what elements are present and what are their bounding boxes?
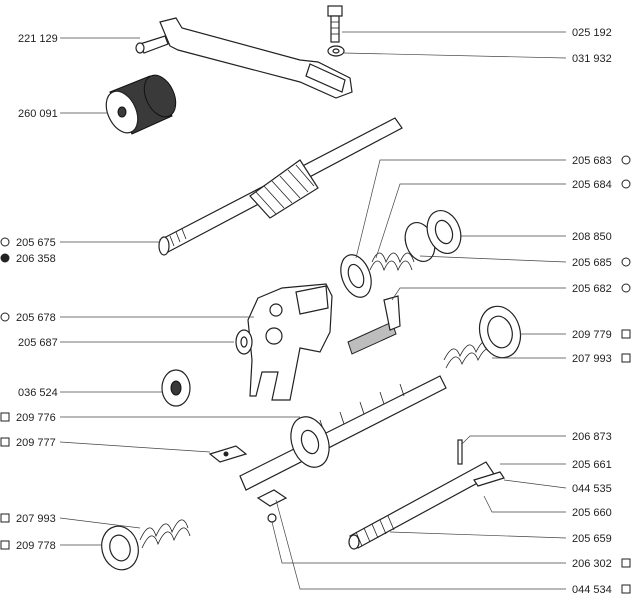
open-circle-marker bbox=[621, 179, 631, 189]
label-205660: 205 660 bbox=[572, 507, 612, 519]
label-209777: 209 777 bbox=[16, 437, 56, 449]
label-031932: 031 932 bbox=[572, 53, 612, 65]
square-marker bbox=[621, 558, 631, 568]
label-205661: 205 661 bbox=[572, 459, 612, 471]
square-marker bbox=[621, 329, 631, 339]
gear-shaft-part bbox=[158, 117, 403, 256]
label-044534: 044 534 bbox=[572, 584, 612, 596]
main-rod-part bbox=[239, 375, 447, 491]
lower-spring-cup-part bbox=[101, 519, 191, 571]
square-marker bbox=[621, 584, 631, 594]
square-marker bbox=[0, 437, 10, 447]
label-205678: 205 678 bbox=[16, 312, 56, 324]
selector-rod-part bbox=[348, 439, 505, 550]
label-205685: 205 685 bbox=[572, 257, 612, 269]
label-209776: 209 776 bbox=[16, 412, 56, 424]
label-206358: 206 358 bbox=[16, 253, 56, 265]
label-205659: 205 659 bbox=[572, 533, 612, 545]
label-209779: 209 779 bbox=[572, 329, 612, 341]
open-circle-marker bbox=[621, 257, 631, 267]
label-207993-right: 207 993 bbox=[572, 353, 612, 365]
label-025192: 025 192 bbox=[572, 27, 612, 39]
leader-lines bbox=[59, 31, 567, 590]
label-036524: 036 524 bbox=[18, 387, 58, 399]
clip-part bbox=[347, 321, 397, 355]
label-205683: 205 683 bbox=[572, 155, 612, 167]
label-206302: 206 302 bbox=[572, 558, 612, 570]
label-260091: 260 091 bbox=[18, 108, 58, 120]
open-circle-marker bbox=[0, 312, 10, 322]
filled-circle-marker bbox=[0, 253, 10, 263]
bushing-part bbox=[161, 369, 191, 407]
open-circle-marker bbox=[621, 283, 631, 293]
block-part bbox=[256, 489, 288, 507]
label-209778: 209 778 bbox=[16, 540, 56, 552]
label-205684: 205 684 bbox=[572, 179, 612, 191]
roller-part bbox=[105, 74, 177, 135]
label-044535: 044 535 bbox=[572, 483, 612, 495]
open-circle-marker bbox=[0, 237, 10, 247]
shift-fork-part bbox=[247, 283, 333, 401]
spring-washer-set-part bbox=[340, 210, 462, 298]
square-marker bbox=[621, 353, 631, 363]
square-marker bbox=[0, 412, 10, 422]
lever-arm-part bbox=[135, 17, 353, 99]
label-206873: 206 873 bbox=[572, 431, 612, 443]
label-208850: 208 850 bbox=[572, 231, 612, 243]
label-221129: 221 129 bbox=[18, 33, 58, 45]
square-marker bbox=[0, 513, 10, 523]
cup-spring-part bbox=[443, 305, 522, 369]
open-circle-marker bbox=[621, 155, 631, 165]
label-205682: 205 682 bbox=[572, 283, 612, 295]
label-205675: 205 675 bbox=[16, 237, 56, 249]
square-marker bbox=[0, 540, 10, 550]
bolt-part bbox=[327, 5, 343, 43]
label-207993-left: 207 993 bbox=[16, 513, 56, 525]
label-205687: 205 687 bbox=[18, 337, 58, 349]
